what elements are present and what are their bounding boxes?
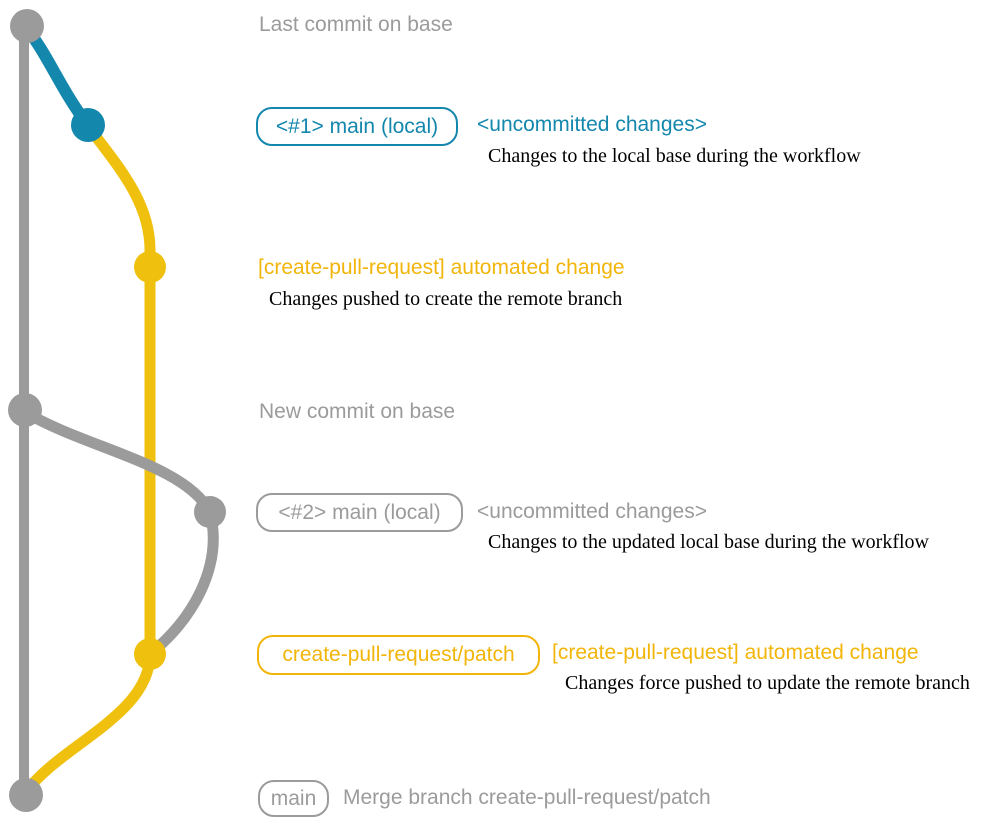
branch-label-main-local-2: <#2> main (local) <box>256 493 463 532</box>
caption-uncommitted-1: Changes to the local base during the wor… <box>488 145 861 167</box>
commit-message-automated-1: [create-pull-request] automated change <box>258 256 625 279</box>
patch-merge-line <box>21 653 156 796</box>
commit-message-automated-2: [create-pull-request] automated change <box>552 641 919 664</box>
commit-graph <box>8 9 226 812</box>
last-commit-note: Last commit on base <box>259 13 453 36</box>
commit-dot-automated-2 <box>134 638 166 670</box>
caption-automated-1: Changes pushed to create the remote bran… <box>269 288 623 310</box>
commit-message-uncommitted-2: <uncommitted changes> <box>477 500 707 523</box>
commit-dot-merge <box>9 778 43 812</box>
caption-uncommitted-2: Changes to the updated local base during… <box>488 531 929 553</box>
commit-message-merge: Merge branch create-pull-request/patch <box>343 786 711 809</box>
commit-dot-last-base <box>10 9 44 43</box>
caption-automated-2: Changes force pushed to update the remot… <box>565 672 970 694</box>
commit-dot-uncommitted-2 <box>194 496 226 528</box>
commit-dot-automated-1 <box>134 251 166 283</box>
local-main-line <box>22 25 92 128</box>
commit-message-uncommitted-1: <uncommitted changes> <box>477 113 707 136</box>
updated-local-main-line <box>22 407 219 658</box>
new-commit-note: New commit on base <box>259 400 456 423</box>
patch-branch-line <box>83 122 156 654</box>
commit-dot-uncommitted-1 <box>71 108 105 142</box>
branch-label-main: main <box>258 780 329 817</box>
commit-dot-new-base <box>8 393 42 427</box>
branch-label-main-local-1: <#1> main (local) <box>256 107 458 146</box>
branch-label-patch: create-pull-request/patch <box>257 635 540 675</box>
